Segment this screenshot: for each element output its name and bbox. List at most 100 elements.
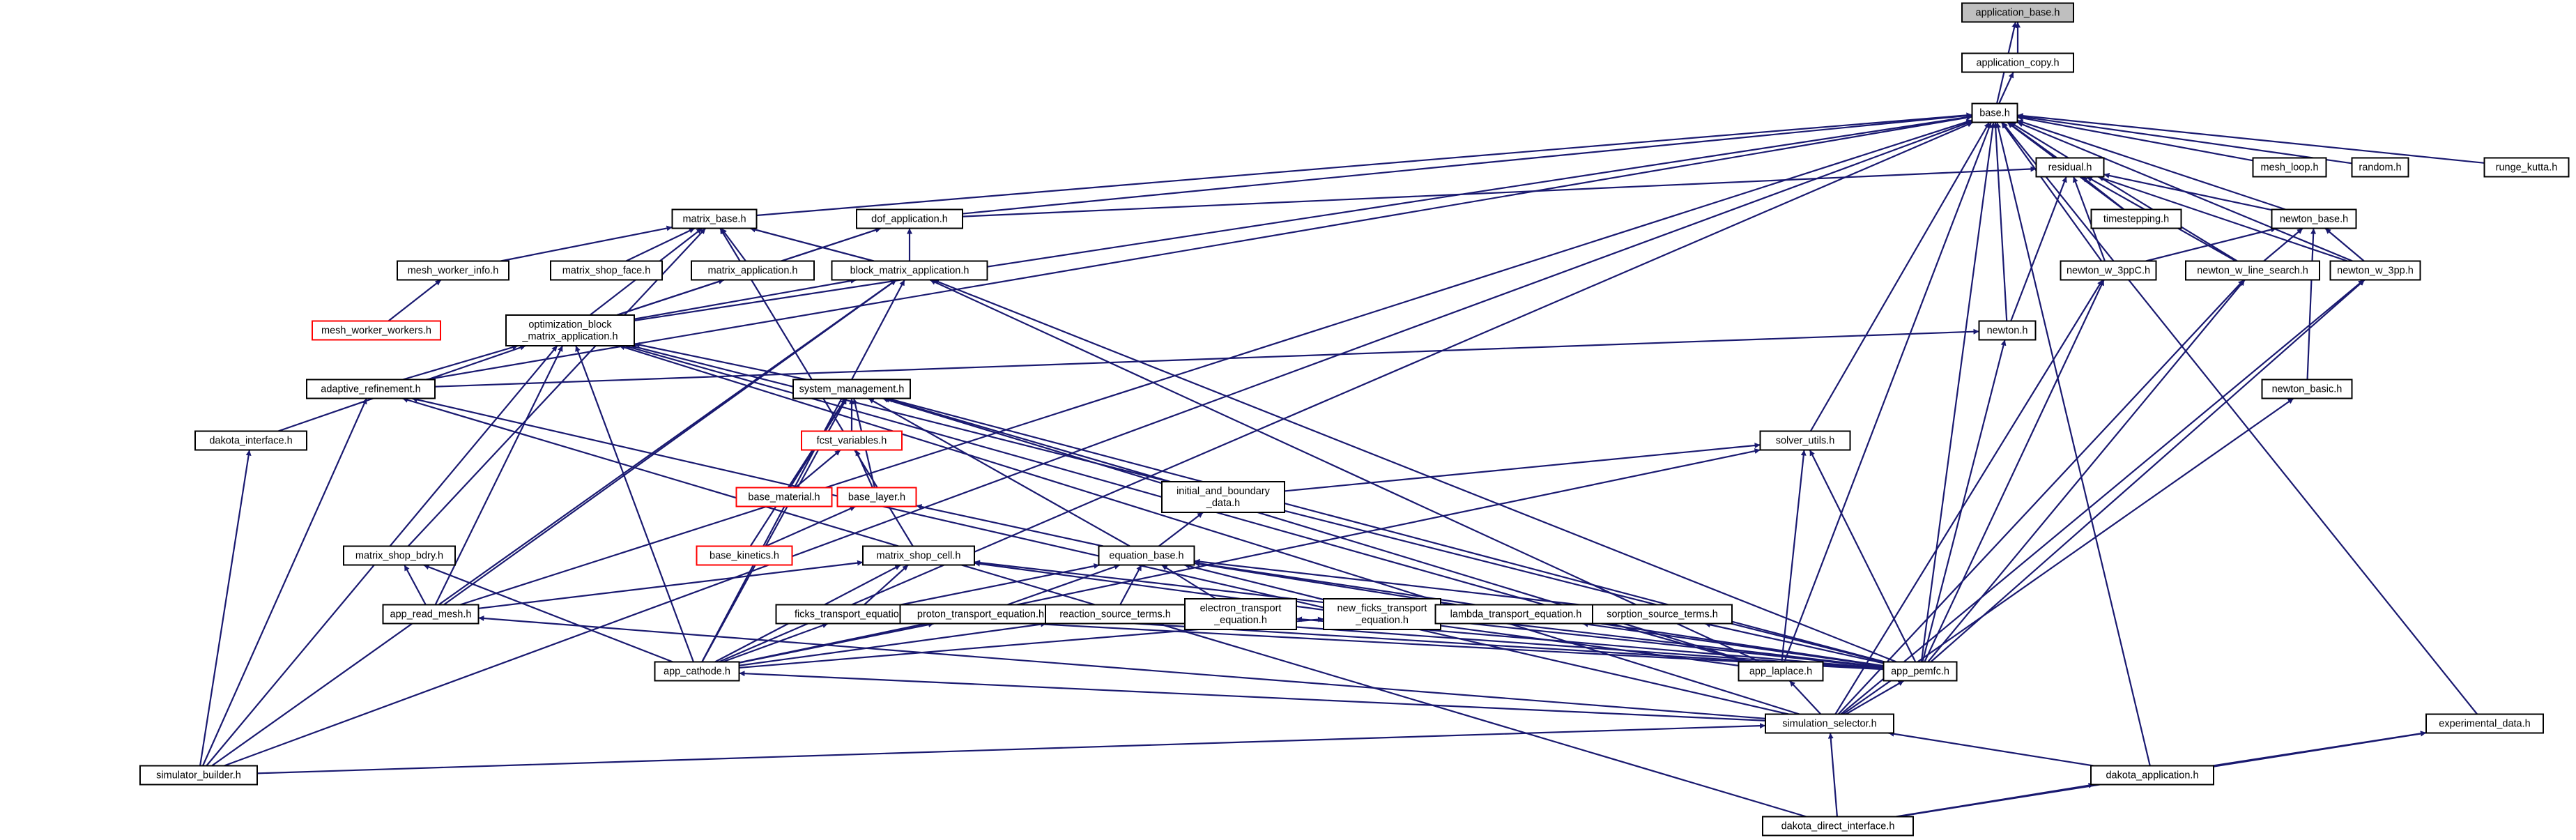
node-newton-basic[interactable]: newton_basic.h [2261, 379, 2353, 399]
edge-simulation-selector-to-app-read-mesh [478, 615, 1766, 719]
node-matrix-base[interactable]: matrix_base.h [671, 208, 758, 229]
node-dakota-direct-interface[interactable]: dakota_direct_interface.h [1762, 816, 1914, 837]
node-label: dakota_application.h [2106, 770, 2198, 781]
node-simulator-builder[interactable]: simulator_builder.h [139, 765, 258, 786]
node-app-read-mesh[interactable]: app_read_mesh.h [382, 604, 480, 625]
node-newton-w-line-search[interactable]: newton_w_line_search.h [2185, 260, 2320, 281]
edge-matrix-shop-bdry-to-matrix-base [407, 227, 707, 547]
node-timestepping[interactable]: timestepping.h [2090, 208, 2182, 229]
node-label: sorption_source_terms.h [1607, 609, 1718, 620]
node-app-cathode[interactable]: app_cathode.h [654, 661, 740, 682]
node-box [2090, 208, 2182, 229]
node-lambda-transport-equation[interactable]: lambda_transport_equation.h [1434, 604, 1597, 625]
node-mesh-worker-workers[interactable]: mesh_worker_workers.h [312, 320, 441, 341]
node-base-material[interactable]: base_material.h [735, 487, 833, 507]
edge-app-laplace-to-block-matrix-application [929, 279, 1761, 663]
node-label: solver_utils.h [1776, 436, 1835, 447]
node-simulation-selector[interactable]: simulation_selector.h [1765, 713, 1894, 734]
node-box [382, 604, 480, 625]
node-label: matrix_shop_face.h [562, 266, 651, 277]
edge-adaptive-refinement-to-base [426, 114, 1972, 381]
node-newton-w-3pp[interactable]: newton_w_3pp.h [2329, 260, 2421, 281]
edge-app-laplace-to-base [1784, 122, 1992, 662]
node-application-base[interactable]: application_base.h [1961, 2, 2074, 23]
edge-newton-w-3ppc-to-base [2000, 121, 2103, 262]
node-label: _equation.h [1213, 615, 1267, 626]
edge-dakota-direct-interface-to-simulation-selector [1827, 733, 1838, 817]
edge-app-cathode-to-reaction-source-terms [739, 621, 1047, 666]
edge-equation-base-to-initial-and-boundary [1158, 512, 1204, 547]
node-label: ficks_transport_equation.h [795, 609, 913, 620]
node-base-kinetics[interactable]: base_kinetics.h [696, 545, 793, 566]
node-matrix-shop-face[interactable]: matrix_shop_face.h [550, 260, 663, 281]
node-base[interactable]: base.h [1971, 102, 2018, 123]
node-sorption-source-terms[interactable]: sorption_source_terms.h [1592, 604, 1733, 625]
node-box [671, 208, 758, 229]
node-adaptive-refinement[interactable]: adaptive_refinement.h [306, 379, 436, 399]
node-box [2090, 765, 2214, 786]
edge-dof-application-to-base [962, 112, 1972, 215]
node-mesh-loop[interactable]: mesh_loop.h [2252, 157, 2327, 178]
edge-simulation-selector-to-app-pemfc [1845, 680, 1905, 715]
node-label: _data.h [1206, 498, 1240, 509]
node-label: timestepping.h [2103, 214, 2169, 225]
node-electron-transport[interactable]: electron_transport_equation.h [1184, 598, 1297, 630]
node-label: reaction_source_terms.h [1059, 609, 1171, 620]
node-reaction-source-terms[interactable]: reaction_source_terms.h [1045, 604, 1186, 625]
node-label: experimental_data.h [2439, 719, 2530, 730]
edge-mesh-worker-info-to-matrix-base [500, 225, 673, 262]
edge-base-kinetics-to-system-management [749, 397, 847, 547]
node-dof-application[interactable]: dof_application.h [856, 208, 963, 229]
node-newton-w-3ppc[interactable]: newton_w_3ppC.h [2060, 260, 2157, 281]
node-initial-and-boundary[interactable]: initial_and_boundary_data.h [1161, 481, 1285, 513]
node-base-layer[interactable]: base_layer.h [836, 487, 917, 507]
node-box [801, 430, 903, 451]
edge-newton-to-base [1993, 122, 2008, 321]
edge-app-pemfc-to-reaction-source-terms [1184, 616, 1884, 670]
edge-app-read-mesh-to-base [459, 119, 1972, 606]
node-box [1738, 661, 1824, 682]
node-dakota-interface[interactable]: dakota_interface.h [194, 430, 307, 451]
node-dakota-application[interactable]: dakota_application.h [2090, 765, 2214, 786]
edge-system-management-to-optimization-block [634, 342, 807, 381]
edge-base-to-application-copy [1998, 72, 2014, 104]
node-block-matrix-application[interactable]: block_matrix_application.h [831, 260, 988, 281]
edge-random-to-base [2017, 114, 2352, 165]
node-application-copy[interactable]: application_copy.h [1961, 52, 2074, 73]
node-box [2185, 260, 2320, 281]
node-proton-transport-equation[interactable]: proton_transport_equation.h [899, 604, 1062, 625]
node-residual[interactable]: residual.h [2035, 157, 2105, 178]
node-label: block_matrix_application.h [850, 266, 969, 277]
node-label: application_copy.h [1976, 58, 2059, 69]
node-newton-base[interactable]: newton_base.h [2271, 208, 2357, 229]
node-equation-base[interactable]: equation_base.h [1098, 545, 1195, 566]
node-matrix-shop-bdry[interactable]: matrix_shop_bdry.h [343, 545, 456, 566]
node-matrix-application[interactable]: matrix_application.h [691, 260, 815, 281]
edge-newton-base-to-base [2017, 119, 2286, 211]
node-matrix-shop-cell[interactable]: matrix_shop_cell.h [862, 545, 975, 566]
node-newton[interactable]: newton.h [1978, 320, 2037, 341]
node-solver-utils[interactable]: solver_utils.h [1759, 430, 1851, 451]
edge-app-pemfc-to-newton [1922, 339, 2007, 662]
node-mesh-worker-info[interactable]: mesh_worker_info.h [397, 260, 509, 281]
edge-app-cathode-to-proton-transport-equation [739, 622, 935, 664]
node-random[interactable]: random.h [2351, 157, 2409, 178]
edge-newton-w-3pp-to-residual [2097, 176, 2348, 262]
node-app-pemfc[interactable]: app_pemfc.h [1883, 661, 1958, 682]
edge-app-pemfc-to-newton-w-3ppc [1924, 280, 2105, 662]
edge-matrix-base-to-base [756, 112, 1972, 217]
node-label: base.h [1979, 108, 2010, 119]
edge-app-read-mesh-to-optimization-block [434, 345, 564, 605]
node-optimization-block[interactable]: optimization_block_matrix_application.h [505, 314, 635, 346]
node-label: runge_kutta.h [2496, 162, 2558, 174]
node-fcst-variables[interactable]: fcst_variables.h [801, 430, 903, 451]
edge-runge-kutta-to-base [2017, 113, 2485, 164]
node-system-management[interactable]: system_management.h [792, 379, 911, 399]
edge-app-read-mesh-to-matrix-shop-cell [478, 560, 864, 609]
node-runge-kutta[interactable]: runge_kutta.h [2483, 157, 2570, 178]
node-experimental-data[interactable]: experimental_data.h [2425, 713, 2544, 734]
edge-simulation-selector-to-newton-w-line-search [1837, 279, 2245, 715]
node-app-laplace[interactable]: app_laplace.h [1738, 661, 1824, 682]
node-new-ficks-transport[interactable]: new_ficks_transport_equation.h [1323, 598, 1441, 630]
